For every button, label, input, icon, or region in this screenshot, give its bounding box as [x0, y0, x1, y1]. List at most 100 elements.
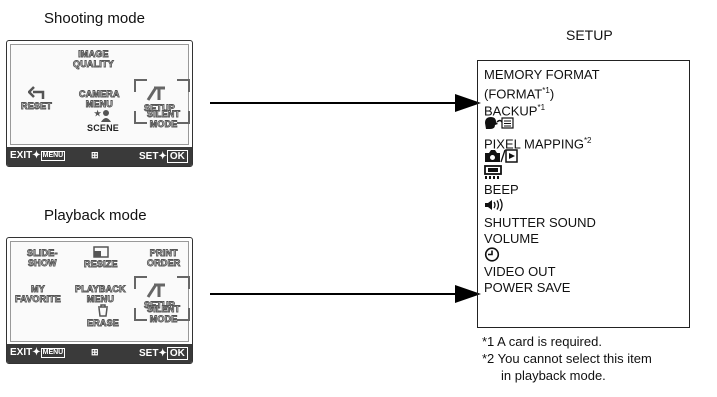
setup-menu-list: MEMORY FORMAT (FORMAT*1) BACKUP*1 PIXEL …	[477, 60, 690, 328]
footnote-2: *2 You cannot select this item	[482, 351, 652, 366]
footnote-ref: *1	[542, 86, 550, 96]
footnote-ref: *2	[583, 135, 592, 145]
playback-menu-item[interactable]: PLAYBACK MENU	[75, 284, 126, 305]
playback-menu-label-2: MENU	[86, 294, 115, 305]
memory-format-item[interactable]: MEMORY FORMAT	[484, 67, 689, 83]
camera-playback-item[interactable]	[484, 149, 689, 165]
arrow-line	[210, 102, 458, 104]
set-label: SET	[139, 348, 159, 359]
beep-item[interactable]: BEEP	[484, 182, 689, 198]
selection-bracket	[134, 79, 147, 92]
camera-menu-item[interactable]: CAMERA MENU	[79, 89, 120, 110]
set-hint: SET✦OK	[139, 347, 188, 360]
resize-icon	[93, 246, 109, 258]
selection-bracket	[177, 79, 190, 92]
slideshow-label-2: SHOW	[27, 258, 57, 269]
my-favorite-label-1: MY	[31, 284, 46, 295]
selection-bracket	[177, 308, 190, 321]
silent-mode-label-2: MODE	[149, 314, 178, 325]
silent-mode-item[interactable]: SILENT MODE	[147, 304, 181, 325]
resize-item[interactable]: RESIZE	[84, 246, 118, 269]
scene-item[interactable]: ★ SCENE	[87, 109, 119, 133]
pixel-mapping-item[interactable]: PIXEL MAPPING*2	[484, 133, 689, 151]
volume-item[interactable]: VOLUME	[484, 231, 689, 247]
arrow-line	[210, 293, 458, 295]
reset-label: RESET	[21, 101, 53, 112]
backup-item[interactable]: BACKUP*1	[484, 100, 689, 119]
beep-label: BEEP	[484, 181, 519, 197]
video-out-label: VIDEO OUT	[484, 263, 556, 279]
bottom-bar: EXIT✦MENU ⊞ SET✦OK	[7, 147, 192, 166]
playback-mode-title: Playback mode	[44, 207, 147, 224]
selection-bracket	[177, 111, 190, 124]
print-order-label-1: PRINT	[149, 248, 178, 259]
image-quality-item[interactable]: IMAGE QUALITY	[73, 49, 115, 70]
svg-text:★: ★	[94, 109, 102, 118]
backup-label: BACKUP	[484, 103, 538, 119]
memory-format-label: MEMORY FORMAT	[484, 67, 600, 82]
ok-button-label: OK	[166, 347, 188, 360]
sound-item[interactable]	[484, 198, 689, 214]
selection-bracket	[134, 276, 147, 289]
selection-bracket	[134, 111, 147, 124]
slideshow-item[interactable]: SLIDE- SHOW	[27, 248, 58, 269]
erase-item[interactable]: ERASE	[87, 304, 119, 328]
silent-mode-item[interactable]: SILENT MODE	[147, 109, 181, 130]
set-hint: SET✦OK	[139, 150, 188, 163]
resize-label: RESIZE	[84, 259, 118, 270]
shutter-sound-label: SHUTTER SOUND	[484, 214, 596, 230]
format-item[interactable]: (FORMAT*1)	[484, 83, 689, 102]
setup-title: SETUP	[566, 27, 613, 43]
playback-mode-screen: SLIDE- SHOW RESIZE PRINT ORDER MY FAVORI…	[6, 237, 193, 364]
playback-menu-label-1: PLAYBACK	[75, 284, 126, 295]
sound-icon	[485, 198, 503, 212]
erase-label: ERASE	[87, 318, 120, 329]
setup-label: SETUP	[144, 300, 176, 311]
pixel-mapping-label: PIXEL MAPPING	[484, 135, 584, 151]
menu-button-label: MENU	[40, 151, 66, 161]
setup-item[interactable]: SETUP	[144, 86, 175, 113]
set-label: SET	[139, 151, 159, 162]
menu-button-label: MENU	[40, 348, 66, 358]
slideshow-label-1: SLIDE-	[27, 248, 58, 259]
power-save-label: POWER SAVE	[484, 280, 571, 296]
reset-icon	[27, 86, 44, 99]
power-save-item[interactable]: POWER SAVE	[484, 280, 689, 296]
footnote-2-continued: in playback mode.	[501, 368, 606, 383]
ok-button-label: OK	[166, 150, 188, 163]
print-order-item[interactable]: PRINT ORDER	[147, 248, 181, 269]
scene-label: SCENE	[87, 123, 120, 133]
arrow-head	[455, 285, 481, 303]
footnote-ref: *1	[537, 102, 546, 112]
dpad-icon: ⊞	[91, 150, 99, 160]
exit-label: EXIT	[10, 347, 33, 358]
bottom-bar: EXIT✦MENU ⊞ SET✦OK	[7, 344, 192, 363]
language-item[interactable]	[484, 116, 689, 132]
silent-mode-label-1: SILENT	[147, 109, 181, 120]
monitor-brightness-item[interactable]	[484, 165, 689, 181]
print-order-label-2: ORDER	[147, 258, 181, 269]
video-out-item[interactable]: VIDEO OUT	[484, 264, 689, 280]
setup-wrench-icon	[146, 283, 165, 298]
silent-mode-label-2: MODE	[149, 119, 178, 130]
setup-label: SETUP	[144, 103, 176, 114]
shutter-sound-item[interactable]: SHUTTER SOUND	[484, 215, 689, 231]
exit-hint: EXIT✦MENU	[10, 347, 66, 358]
my-favorite-label-2: FAVORITE	[15, 294, 62, 305]
my-favorite-item[interactable]: MY FAVORITE	[15, 284, 62, 305]
reset-item[interactable]: RESET	[21, 86, 52, 111]
shooting-mode-screen: IMAGE QUALITY RESET CAMERA MENU SETUP ★ …	[6, 40, 193, 167]
image-quality-label-2: QUALITY	[73, 59, 115, 70]
clock-item[interactable]	[484, 247, 689, 263]
dpad-icon: ⊞	[91, 347, 99, 357]
format-close: )	[549, 86, 555, 102]
arrow-head	[455, 94, 481, 112]
monitor-brightness-icon	[484, 165, 502, 180]
setup-item[interactable]: SETUP	[144, 283, 175, 310]
selection-bracket	[177, 276, 190, 289]
trash-icon	[98, 304, 108, 317]
shooting-mode-title: Shooting mode	[44, 10, 145, 27]
scene-icon: ★	[94, 109, 111, 122]
exit-hint: EXIT✦MENU	[10, 150, 66, 161]
selection-bracket	[134, 308, 147, 321]
